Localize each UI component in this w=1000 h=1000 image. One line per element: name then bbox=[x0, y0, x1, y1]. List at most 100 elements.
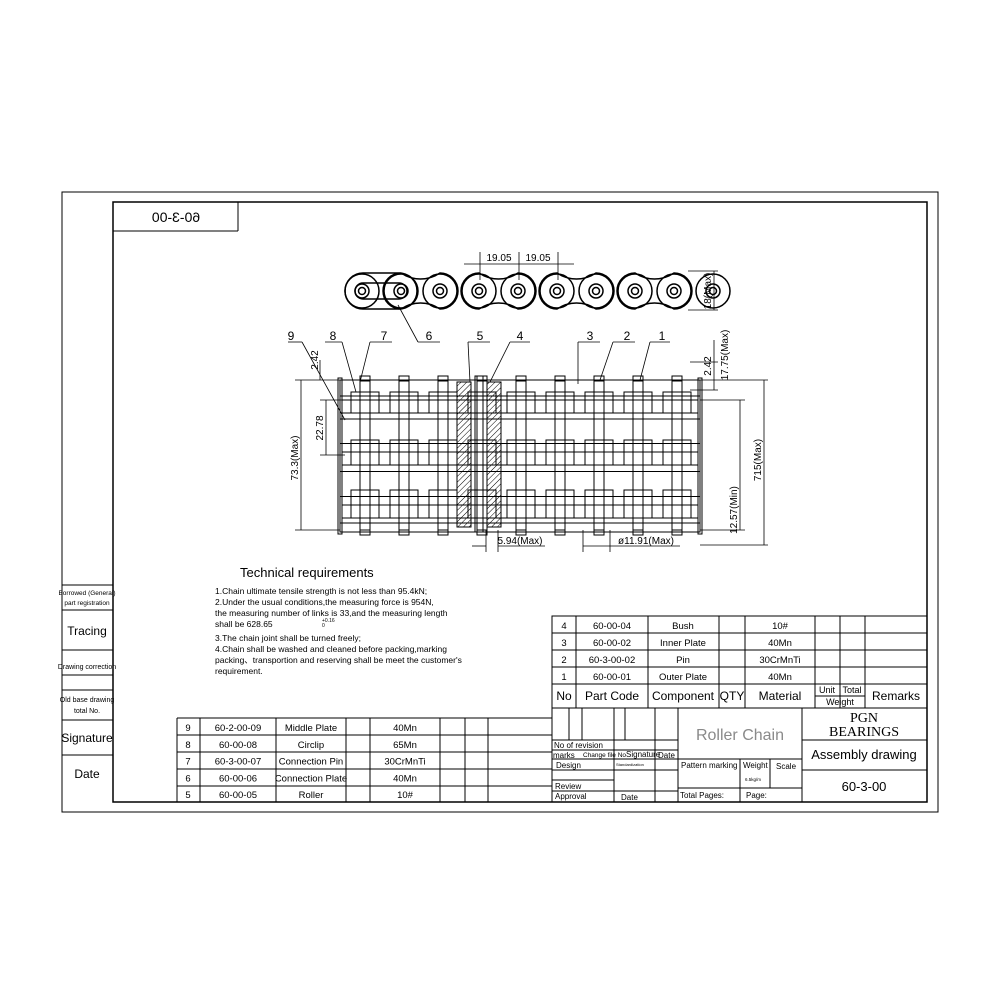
hatched-section-left bbox=[456, 381, 472, 528]
bom-component: Connection Plate bbox=[275, 773, 347, 784]
roller-section bbox=[506, 391, 536, 414]
bom-material: 30CrMnTi bbox=[759, 655, 800, 666]
company-name-1: PGN bbox=[850, 711, 878, 726]
drawing-correction-label: Drawing correction bbox=[58, 664, 116, 671]
pin-head bbox=[671, 375, 683, 382]
change-file-label: Change file No bbox=[583, 752, 626, 759]
link-outline bbox=[344, 273, 380, 309]
outer-height-dimension: 17.75(Max) bbox=[720, 330, 731, 381]
plate-thickness-left: 2.42 bbox=[310, 350, 321, 370]
chain-side-view bbox=[344, 272, 731, 310]
date-label: Date bbox=[74, 767, 100, 781]
bom-material: 40Mn bbox=[393, 773, 417, 784]
bom-code: 60-00-05 bbox=[219, 790, 257, 801]
tech-requirement-line: 4.Chain shall be washed and cleaned befo… bbox=[215, 644, 447, 654]
bom-header-code: Part Code bbox=[585, 689, 639, 703]
tech-requirement-line: 3.The chain joint shall be turned freely… bbox=[215, 633, 361, 643]
roller-diameter-dimension: ø11.91(Max) bbox=[618, 536, 674, 547]
connecting-link-plate bbox=[344, 272, 418, 310]
roller bbox=[354, 283, 370, 299]
review-label: Review bbox=[555, 782, 581, 791]
link-outline bbox=[422, 273, 458, 309]
bom-code: 60-00-04 bbox=[593, 621, 631, 632]
balloon-8: 8 bbox=[330, 329, 337, 343]
pin-head bbox=[554, 375, 566, 382]
roller-section bbox=[662, 391, 692, 414]
bom-component: Inner Plate bbox=[660, 638, 706, 649]
bom-component: Pin bbox=[676, 655, 690, 666]
roller-section bbox=[389, 439, 419, 466]
marks-label: marks bbox=[553, 751, 575, 760]
roller-section bbox=[389, 489, 419, 519]
bom-component: Bush bbox=[672, 621, 694, 632]
inner-frame bbox=[112, 201, 928, 803]
bom-no: 3 bbox=[561, 638, 566, 649]
company-name-2: BEARINGS bbox=[829, 725, 899, 740]
pin bbox=[669, 286, 679, 296]
bom-code: 60-2-00-09 bbox=[215, 723, 261, 734]
left-stamp-column bbox=[62, 584, 113, 756]
pin bbox=[357, 286, 367, 296]
pin-head bbox=[437, 529, 449, 536]
roller-section bbox=[350, 489, 380, 519]
bom-component: Circlip bbox=[298, 740, 324, 751]
standardization-label: Standardization bbox=[616, 762, 644, 767]
link-outline bbox=[539, 273, 575, 309]
tech-requirements-list: 1.Chain ultimate tensile strength is not… bbox=[215, 586, 462, 676]
pin-head bbox=[437, 375, 449, 382]
title-date-label: Date bbox=[621, 793, 638, 802]
bom-header-row: No Part Code Component QTY Material Unit… bbox=[556, 685, 920, 707]
balloon-leaders bbox=[288, 304, 670, 421]
bom-header-no: No bbox=[556, 689, 572, 703]
total-pages-label: Total Pages: bbox=[680, 791, 724, 800]
tolerance-plus: +0.16 bbox=[322, 618, 335, 624]
tracing-label: Tracing bbox=[67, 624, 107, 638]
pin-head bbox=[632, 375, 644, 382]
pin-head bbox=[554, 529, 566, 536]
pin bbox=[474, 286, 484, 296]
roller bbox=[510, 283, 526, 299]
bom-header-unit: Unit bbox=[819, 685, 836, 695]
drawing-number: 60-3-00 bbox=[842, 779, 887, 794]
pin bbox=[396, 286, 406, 296]
pin-head bbox=[593, 529, 605, 536]
pin-head bbox=[398, 529, 410, 536]
roller bbox=[393, 283, 409, 299]
pin-head bbox=[671, 529, 683, 536]
date-col-label: Date bbox=[658, 751, 675, 760]
roller-section bbox=[506, 439, 536, 466]
roller bbox=[471, 283, 487, 299]
drawing-number-mirrored: 60-3-00 bbox=[152, 209, 200, 225]
bom-no: 6 bbox=[185, 773, 190, 784]
balloon-3: 3 bbox=[587, 329, 594, 343]
pin-diameter-dimension: 5.94(Max) bbox=[497, 536, 542, 547]
pin bbox=[591, 286, 601, 296]
tech-requirement-line: 2.Under the usual conditions,the measuri… bbox=[215, 597, 434, 607]
roller-section bbox=[623, 489, 653, 519]
bom-upper-grid bbox=[551, 615, 928, 709]
weight-value: 6.5kg/m bbox=[745, 777, 761, 782]
inner-width-dimension: 22.78 bbox=[315, 415, 326, 440]
bom-header-weight: Weight bbox=[826, 697, 854, 707]
pin-head bbox=[593, 375, 605, 382]
bom-no: 7 bbox=[185, 757, 190, 768]
pin-head bbox=[359, 375, 371, 382]
outer-border bbox=[61, 191, 939, 813]
borrowed-label-1: Borrowed (General) bbox=[58, 590, 115, 597]
roller-section bbox=[662, 439, 692, 466]
roller bbox=[549, 283, 565, 299]
inner-plate-row bbox=[341, 399, 699, 414]
bom-code: 60-00-08 bbox=[219, 740, 257, 751]
inner-plate-row bbox=[341, 451, 699, 466]
tech-requirement-line: requirement. bbox=[215, 666, 263, 676]
bom-material: 30CrMnTi bbox=[384, 757, 425, 768]
plate-thickness-right: 2.42 bbox=[703, 356, 714, 376]
